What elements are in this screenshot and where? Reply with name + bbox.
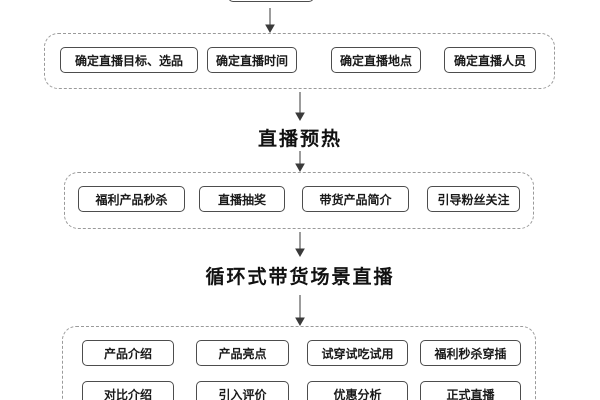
flow-node-formal-live: 正式直播 <box>420 381 521 400</box>
arrowhead <box>295 163 305 173</box>
flow-node-try-on: 试穿试吃试用 <box>307 340 408 366</box>
arrowhead <box>265 24 275 34</box>
flow-node-reviews: 引入评价 <box>196 381 289 400</box>
flow-node-lottery: 直播抽奖 <box>199 186 285 212</box>
flow-node-product-intro: 带货产品简介 <box>302 186 409 212</box>
flow-node-location: 确定直播地点 <box>331 47 421 73</box>
flow-node-flash-sale: 福利产品秒杀 <box>78 186 185 212</box>
flow-node-compare: 对比介绍 <box>82 381 174 400</box>
phase-label-loop-live: 循环式带货场景直播 <box>205 267 395 288</box>
flow-node-highlights: 产品亮点 <box>196 340 289 366</box>
stage2-group <box>64 172 534 229</box>
top-node-partial <box>228 0 314 2</box>
stage1-group <box>44 33 555 89</box>
flow-node-staff: 确定直播人员 <box>444 47 536 73</box>
flow-node-goal-selection: 确定直播目标、选品 <box>60 47 198 73</box>
flow-node-benefit-insert: 福利秒杀穿插 <box>420 340 521 366</box>
flow-node-guide-follow: 引导粉丝关注 <box>427 186 520 212</box>
flow-node-discount: 优惠分析 <box>307 381 408 400</box>
arrowhead <box>295 317 305 327</box>
arrowhead <box>295 112 305 122</box>
flow-node-time: 确定直播时间 <box>207 47 297 73</box>
flow-node-product-introduce: 产品介绍 <box>82 340 174 366</box>
arrowhead <box>295 248 305 258</box>
stage3-group <box>62 326 536 400</box>
phase-label-warmup: 直播预热 <box>257 129 342 150</box>
